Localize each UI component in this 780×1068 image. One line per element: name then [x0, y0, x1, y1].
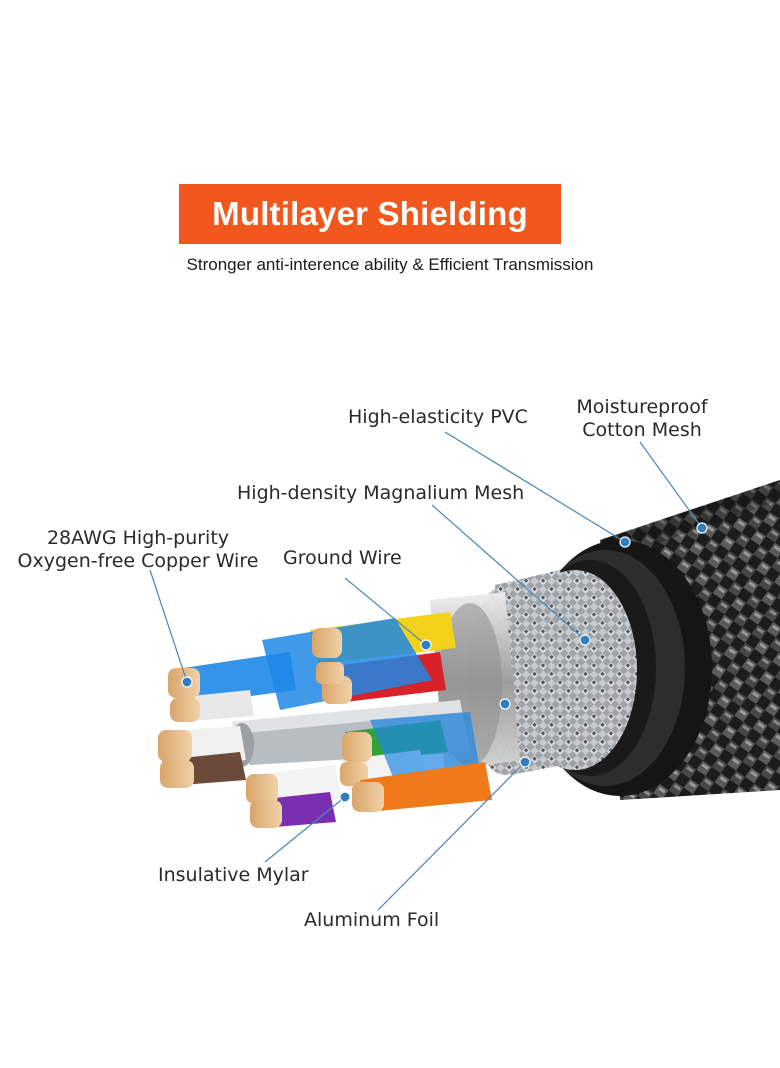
label-cotton-line2: Cotton Mesh — [582, 419, 702, 441]
foil-pointer — [377, 761, 526, 911]
copper-pointer — [149, 569, 188, 683]
twisted-pair-middle — [158, 726, 246, 788]
banner-title: Multilayer Shielding — [212, 195, 528, 232]
pvc-pointer — [444, 431, 626, 543]
cotton-pointer — [639, 441, 703, 529]
twisted-pair-top — [262, 612, 456, 710]
label-cotton-line1: Moistureproof — [576, 396, 708, 418]
label-mylar: Insulative Mylar — [158, 864, 309, 886]
label-ground-wire: Ground Wire — [283, 547, 402, 569]
subtitle: Stronger anti-interence ability & Effici… — [186, 255, 594, 274]
label-pvc: High-elasticity PVC — [348, 406, 528, 428]
magnalium-pointer — [431, 504, 586, 641]
twisted-pair-orange — [352, 762, 492, 812]
mylar-pointer — [264, 796, 346, 863]
label-copper-line2: Oxygen-free Copper Wire — [17, 550, 259, 572]
label-foil: Aluminum Foil — [304, 909, 440, 931]
pointer-dots — [181, 522, 708, 803]
twisted-pair-purple — [246, 765, 342, 828]
label-copper-line1: 28AWG High-purity — [46, 527, 230, 549]
title-banner: Multilayer Shielding — [179, 184, 561, 244]
ground-pointer — [344, 577, 427, 646]
label-magnalium: High-density Magnalium Mesh — [237, 482, 525, 504]
pointer-lines — [149, 431, 703, 911]
